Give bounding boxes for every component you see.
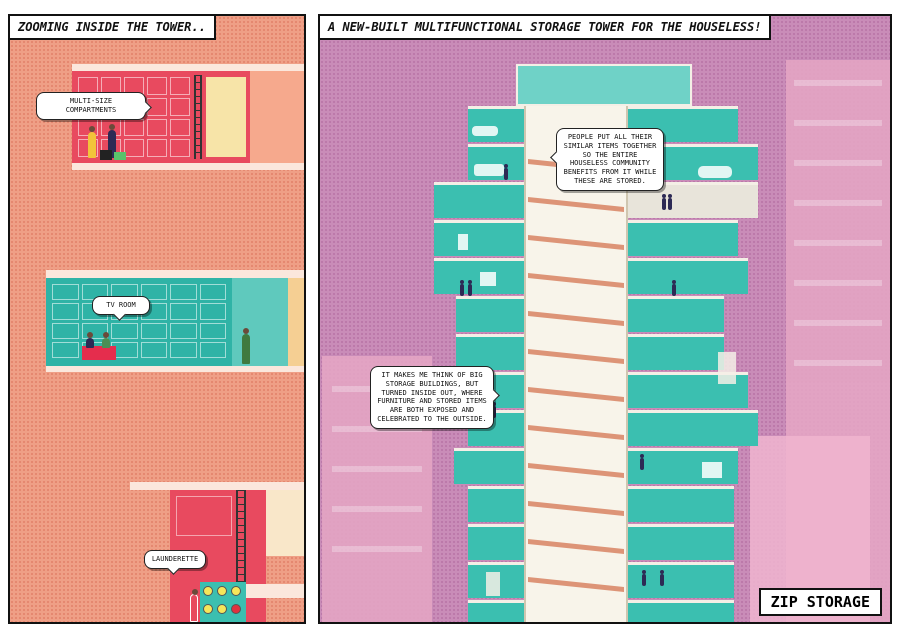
floor-14 — [428, 600, 758, 622]
tvroom-slab-top — [46, 270, 304, 278]
washer-active — [231, 604, 241, 614]
left-panel-title: Zooming inside the tower.. — [10, 16, 216, 40]
bubble-compartments: Multi-size compartments — [36, 92, 146, 120]
person-tv-1 — [86, 332, 94, 348]
stored-car — [472, 126, 498, 136]
tvroom-wall — [232, 278, 288, 366]
person-launderette — [190, 589, 198, 622]
launderette-walkway — [246, 584, 304, 598]
zip-storage-label: ZIP STORAGE — [758, 588, 882, 616]
floor-5 — [428, 258, 758, 294]
floor-13 — [428, 562, 758, 598]
bubble-compartments-text: Multi-size compartments — [65, 97, 117, 114]
lit-compartment — [206, 77, 246, 157]
storage-ladder — [194, 75, 202, 159]
stored-van — [474, 164, 504, 176]
bubble-inside-out: It makes me think of big storage buildin… — [370, 366, 494, 429]
compartments-slab-top — [72, 64, 304, 71]
luggage — [100, 150, 112, 160]
person-figure — [640, 454, 644, 470]
cart — [114, 152, 126, 160]
person-figure — [662, 194, 666, 210]
person-yellow — [88, 126, 96, 158]
right-panel-title: A new-built multifunctional storage towe… — [320, 16, 772, 40]
person-green — [242, 328, 250, 364]
floor-9 — [428, 410, 758, 446]
stored-furniture — [458, 234, 468, 250]
stored-shelves — [718, 352, 736, 384]
floor-11 — [428, 486, 758, 522]
person-figure — [504, 164, 508, 180]
storage-tower — [428, 64, 758, 622]
stored-furniture — [702, 462, 722, 478]
bubble-launderette: Launderette — [144, 550, 206, 569]
floor-1 — [428, 106, 758, 142]
floor-3 — [428, 182, 758, 218]
launderette-side — [266, 490, 304, 556]
person-tv-2 — [102, 332, 110, 348]
left-panel: Zooming inside the tower.. Multi-size co… — [8, 14, 306, 624]
floor-6 — [428, 296, 758, 332]
person-figure — [668, 194, 672, 210]
launderette-ladder — [236, 490, 246, 622]
right-panel: A new-built multifunctional storage towe… — [318, 14, 892, 624]
bubble-tv-room-text: TV Room — [106, 301, 136, 309]
compartment-wall — [250, 71, 304, 163]
stored-shelves — [486, 572, 500, 596]
tower-rooftop — [516, 64, 692, 106]
washer-3 — [231, 586, 241, 596]
launderette-slab-top — [130, 482, 304, 490]
washing-machine-block — [200, 582, 246, 622]
tower-core — [524, 106, 628, 622]
person-figure — [468, 280, 472, 296]
bubble-similar-items: People put all their similar items toget… — [556, 128, 664, 191]
bubble-tv-room: TV Room — [92, 296, 150, 315]
tvroom-slab-bottom — [46, 366, 304, 372]
tv-room — [46, 278, 304, 366]
compartments-slab-bottom — [72, 163, 304, 170]
person-figure — [460, 280, 464, 296]
stored-car — [698, 166, 732, 178]
washer-5 — [217, 604, 227, 614]
person-figure — [642, 570, 646, 586]
floor-7 — [428, 334, 758, 370]
washer-1 — [203, 586, 213, 596]
floor-12 — [428, 524, 758, 560]
bubble-inside-out-text: It makes me think of big storage buildin… — [377, 371, 487, 423]
bubble-similar-items-text: People put all their similar items toget… — [563, 133, 657, 185]
launderette-window — [176, 496, 232, 536]
red-sofa — [82, 346, 116, 360]
person-dark — [108, 124, 116, 158]
person-figure — [660, 570, 664, 586]
floor-10 — [428, 448, 758, 484]
floor-4 — [428, 220, 758, 256]
washer-4 — [203, 604, 213, 614]
person-figure — [672, 280, 676, 296]
tvroom-column — [288, 278, 304, 366]
stored-furniture — [480, 272, 496, 286]
washer-2 — [217, 586, 227, 596]
person-figure — [492, 402, 496, 418]
bubble-launderette-text: Launderette — [151, 555, 199, 563]
